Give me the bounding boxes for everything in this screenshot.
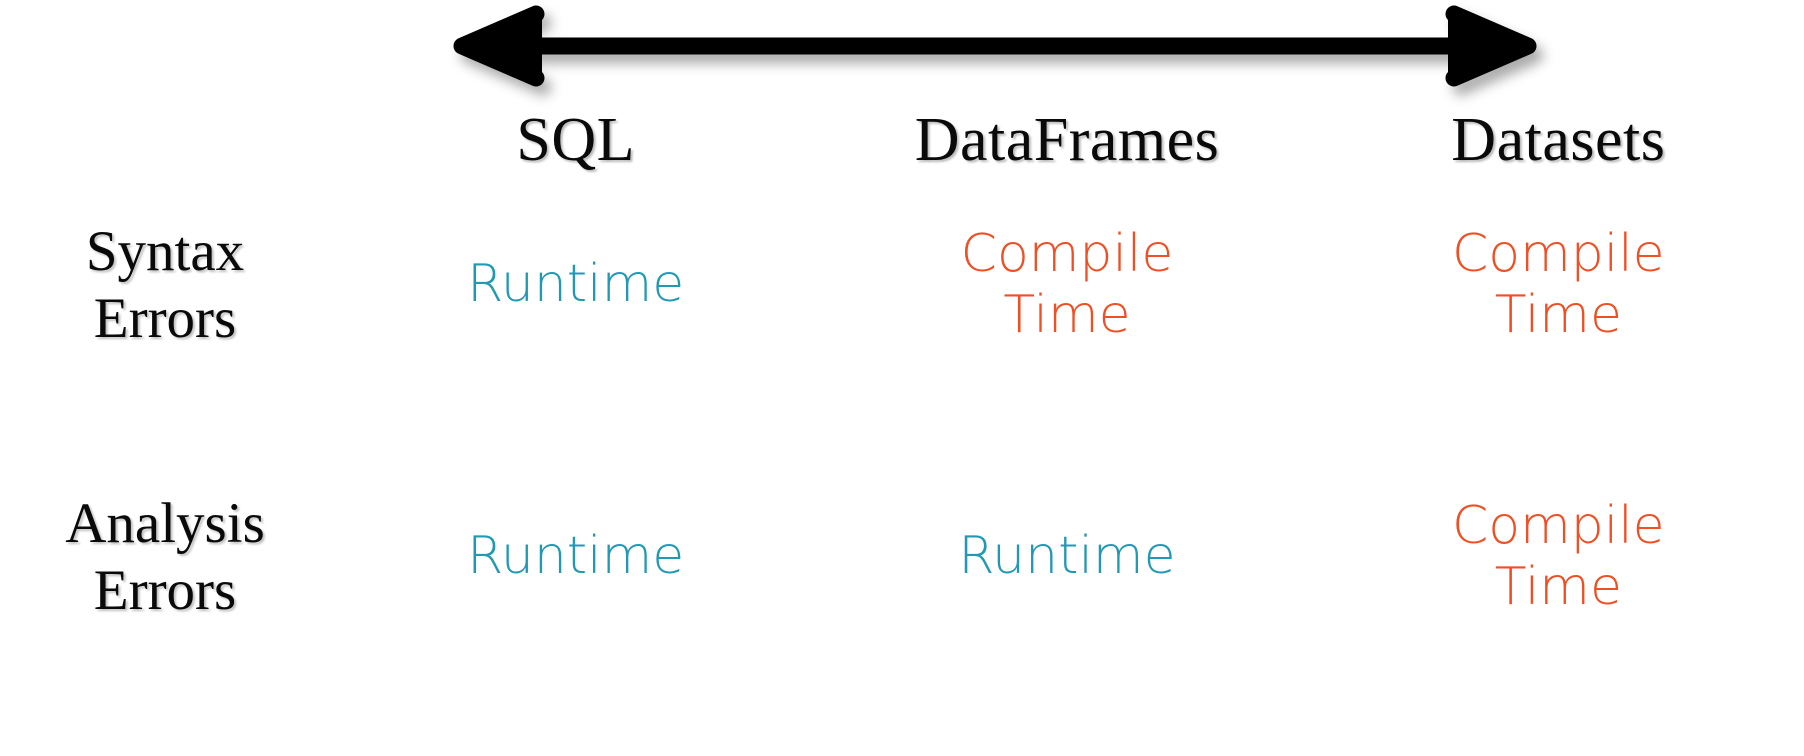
row-header-syntax-errors: Syntax Errors bbox=[0, 192, 330, 378]
bottom-spacer bbox=[1313, 650, 1804, 756]
row-gap-spacer bbox=[821, 378, 1312, 464]
cell-analysis-datasets: Compile Time bbox=[1313, 464, 1804, 650]
row-header-line-1: Analysis bbox=[65, 491, 265, 555]
row-header-line-2: Errors bbox=[93, 559, 237, 622]
matrix-corner-spacer bbox=[0, 88, 330, 192]
cell-syntax-dataframes: Compile Time bbox=[821, 192, 1312, 378]
cell-line-1: Compile bbox=[960, 223, 1174, 284]
cell-analysis-dataframes: Runtime bbox=[821, 464, 1312, 650]
cell-line-1: Compile bbox=[1451, 223, 1665, 284]
bottom-spacer bbox=[0, 650, 330, 756]
cell-line-2: Time bbox=[1003, 285, 1131, 345]
cell-syntax-sql: Runtime bbox=[330, 192, 821, 378]
cell-line-1: Compile bbox=[1451, 495, 1665, 556]
cell-syntax-datasets: Compile Time bbox=[1313, 192, 1804, 378]
cell-analysis-sql: Runtime bbox=[330, 464, 821, 650]
double-headed-arrow-icon bbox=[440, 5, 1550, 88]
row-gap-spacer bbox=[330, 378, 821, 464]
row-header-analysis-errors: Analysis Errors bbox=[0, 464, 330, 650]
cell-line-1: Runtime bbox=[467, 526, 685, 587]
cell-line-1: Runtime bbox=[958, 526, 1176, 587]
row-header-line-1: Syntax bbox=[85, 219, 245, 283]
row-gap-spacer bbox=[0, 378, 330, 464]
column-header-dataframes: DataFrames bbox=[914, 106, 1220, 174]
cell-line-1: Runtime bbox=[467, 254, 685, 315]
comparison-matrix: SQL DataFrames Datasets Syntax Errors Ru… bbox=[0, 88, 1804, 756]
bottom-spacer bbox=[330, 650, 821, 756]
cell-line-2: Time bbox=[1494, 285, 1622, 345]
bottom-spacer bbox=[821, 650, 1312, 756]
column-header-sql: SQL bbox=[516, 106, 635, 174]
row-gap-spacer bbox=[1313, 378, 1804, 464]
column-header-datasets: Datasets bbox=[1451, 106, 1666, 174]
cell-line-2: Time bbox=[1494, 557, 1622, 617]
row-header-line-2: Errors bbox=[93, 287, 237, 350]
